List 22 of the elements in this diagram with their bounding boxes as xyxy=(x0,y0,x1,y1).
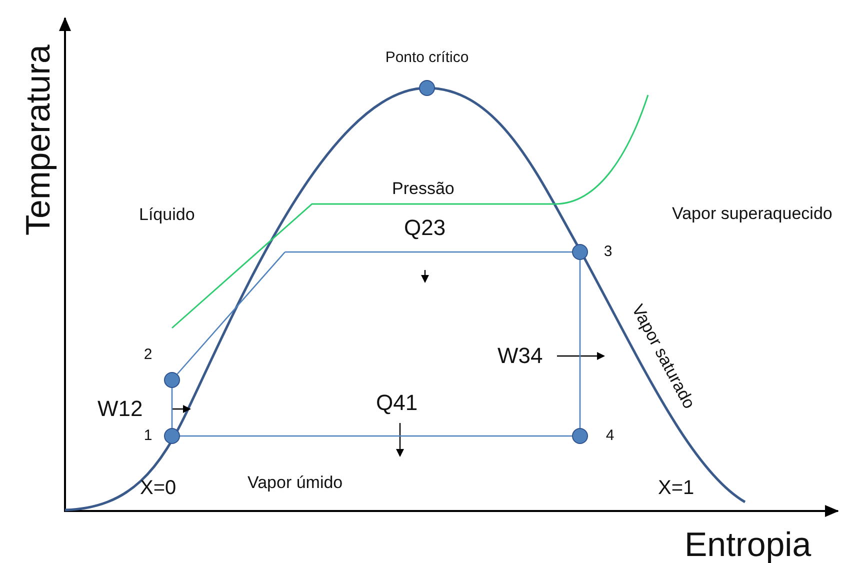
process-line xyxy=(176,252,286,374)
work-label: W12 xyxy=(98,398,143,420)
point-number: 2 xyxy=(142,346,154,362)
quality-label: X=1 xyxy=(658,478,694,498)
point-number: 4 xyxy=(604,428,616,442)
process-line xyxy=(579,260,581,428)
process-line xyxy=(285,251,572,253)
process-line xyxy=(171,388,173,428)
region-label: Líquido xyxy=(139,206,195,222)
quality-label: X=0 xyxy=(140,478,176,498)
region-label: Vapor úmido xyxy=(248,474,343,490)
point-number: 3 xyxy=(602,244,614,258)
heat-label: Q23 xyxy=(404,217,446,239)
region-label: Pressão xyxy=(392,180,454,196)
process-line xyxy=(180,435,572,437)
region-label: Vapor superaquecido xyxy=(672,204,832,222)
point-label: Ponto crítico xyxy=(384,50,470,64)
point-number: 1 xyxy=(142,428,154,442)
axis-title: Entropia xyxy=(684,528,812,562)
heat-label: Q41 xyxy=(376,392,418,414)
axis-title: Temperatura xyxy=(20,44,55,236)
work-label: W34 xyxy=(498,345,543,367)
